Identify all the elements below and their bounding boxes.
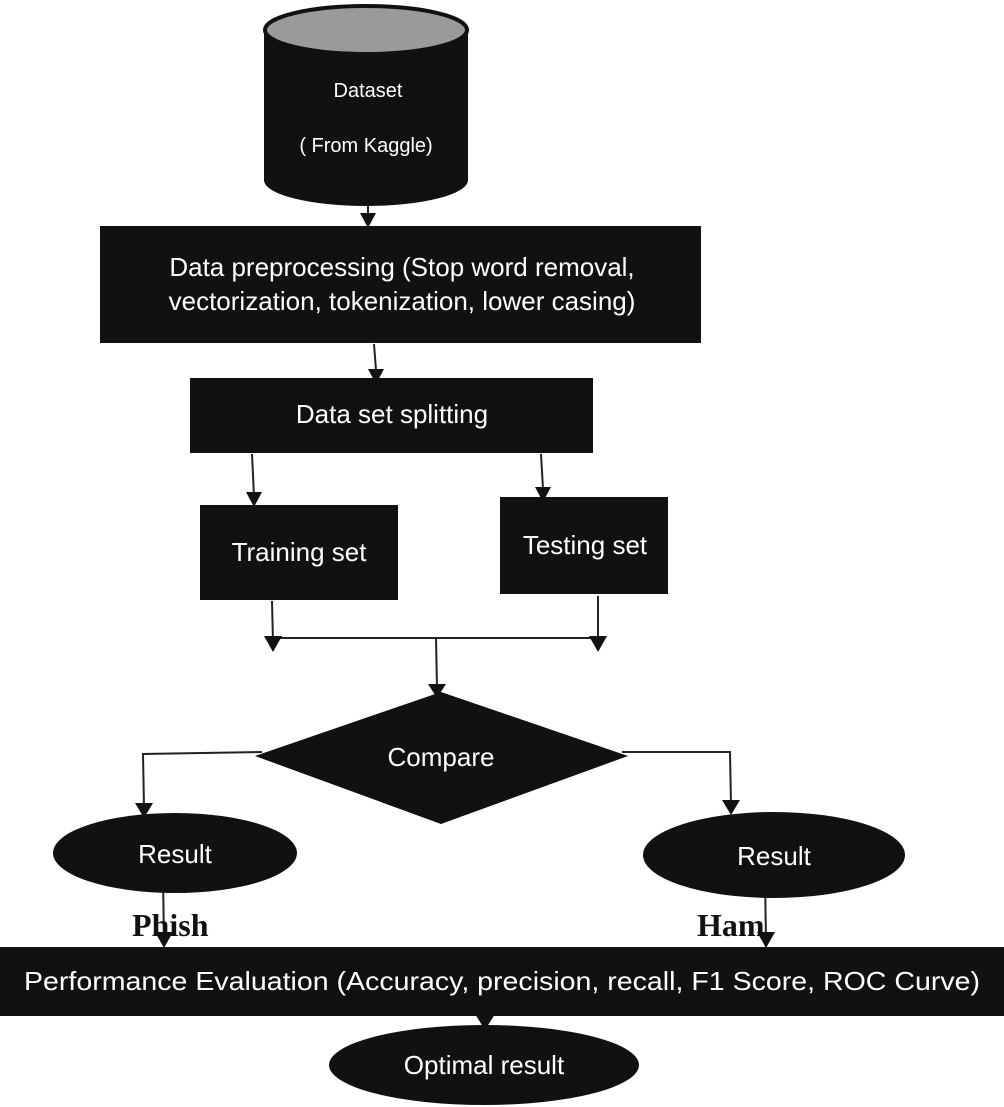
- arrowhead-icon: [246, 492, 262, 507]
- arrowhead-icon: [475, 1014, 495, 1030]
- arrowhead-icon: [264, 636, 282, 652]
- edge-preprocessing-splitting: [373, 343, 377, 371]
- testing-box: [500, 497, 668, 594]
- preprocessing-node: Data preprocessing (Stop word removal, v…: [100, 226, 701, 343]
- optimal-node: Optimal result: [329, 1025, 639, 1105]
- arrowhead-icon: [535, 487, 551, 502]
- result-left-ellipse: [53, 813, 297, 893]
- testing-label: Testing set: [523, 530, 648, 560]
- edge-splitting-testing: [540, 453, 544, 490]
- cylinder-top: [263, 4, 469, 56]
- arrowhead-icon: [135, 803, 153, 818]
- edge-compare-result-left: [141, 751, 263, 809]
- result-left-label: Result: [138, 839, 212, 869]
- ham-label: Ham: [697, 907, 765, 943]
- result-right-node: Result: [643, 812, 905, 898]
- result-right-ellipse: [643, 812, 905, 898]
- preprocessing-box: [100, 226, 701, 343]
- database-cylinder-icon: [264, 30, 468, 206]
- result-left-node: Result: [53, 813, 297, 893]
- phish-label: Phish: [132, 907, 209, 943]
- evaluation-node: Performance Evaluation (Accuracy, precis…: [0, 947, 1004, 1016]
- preprocessing-label-line2: vectorization, tokenization, lower casin…: [169, 286, 636, 316]
- optimal-label: Optimal result: [404, 1050, 565, 1080]
- splitting-label: Data set splitting: [296, 399, 488, 429]
- training-label: Training set: [232, 537, 368, 567]
- edge-compare-result-right: [622, 751, 732, 806]
- testing-node: Testing set: [500, 497, 668, 594]
- training-node: Training set: [200, 505, 398, 600]
- preprocessing-label-line1: Data preprocessing (Stop word removal,: [169, 252, 634, 282]
- edge-training-down: [271, 600, 274, 643]
- compare-diamond: [255, 692, 628, 824]
- training-box: [200, 505, 398, 600]
- arrowhead-icon: [757, 932, 775, 948]
- arrowhead-icon: [368, 369, 384, 384]
- evaluation-box: [0, 947, 1004, 1016]
- evaluation-label: Performance Evaluation (Accuracy, precis…: [24, 966, 980, 996]
- splitting-node: Data set splitting: [190, 378, 593, 453]
- arrowhead-icon: [589, 636, 607, 652]
- compare-label: Compare: [388, 742, 495, 772]
- arrowhead-icon: [155, 932, 173, 948]
- arrowhead-icon: [722, 800, 740, 815]
- edge-splitting-training: [251, 453, 255, 497]
- optimal-ellipse: [329, 1025, 639, 1105]
- arrowhead-icon: [360, 213, 376, 228]
- result-right-label: Result: [737, 841, 811, 871]
- arrowhead-icon: [428, 684, 446, 698]
- dataset-node: Dataset ( From Kaggle): [263, 4, 469, 206]
- arrowheads: [135, 213, 775, 1030]
- splitting-box: [190, 378, 593, 453]
- dataset-source: ( From Kaggle): [299, 135, 432, 157]
- edge-merge-compare: [435, 637, 438, 689]
- compare-node: Compare: [255, 692, 628, 824]
- dataset-title: Dataset: [334, 80, 403, 102]
